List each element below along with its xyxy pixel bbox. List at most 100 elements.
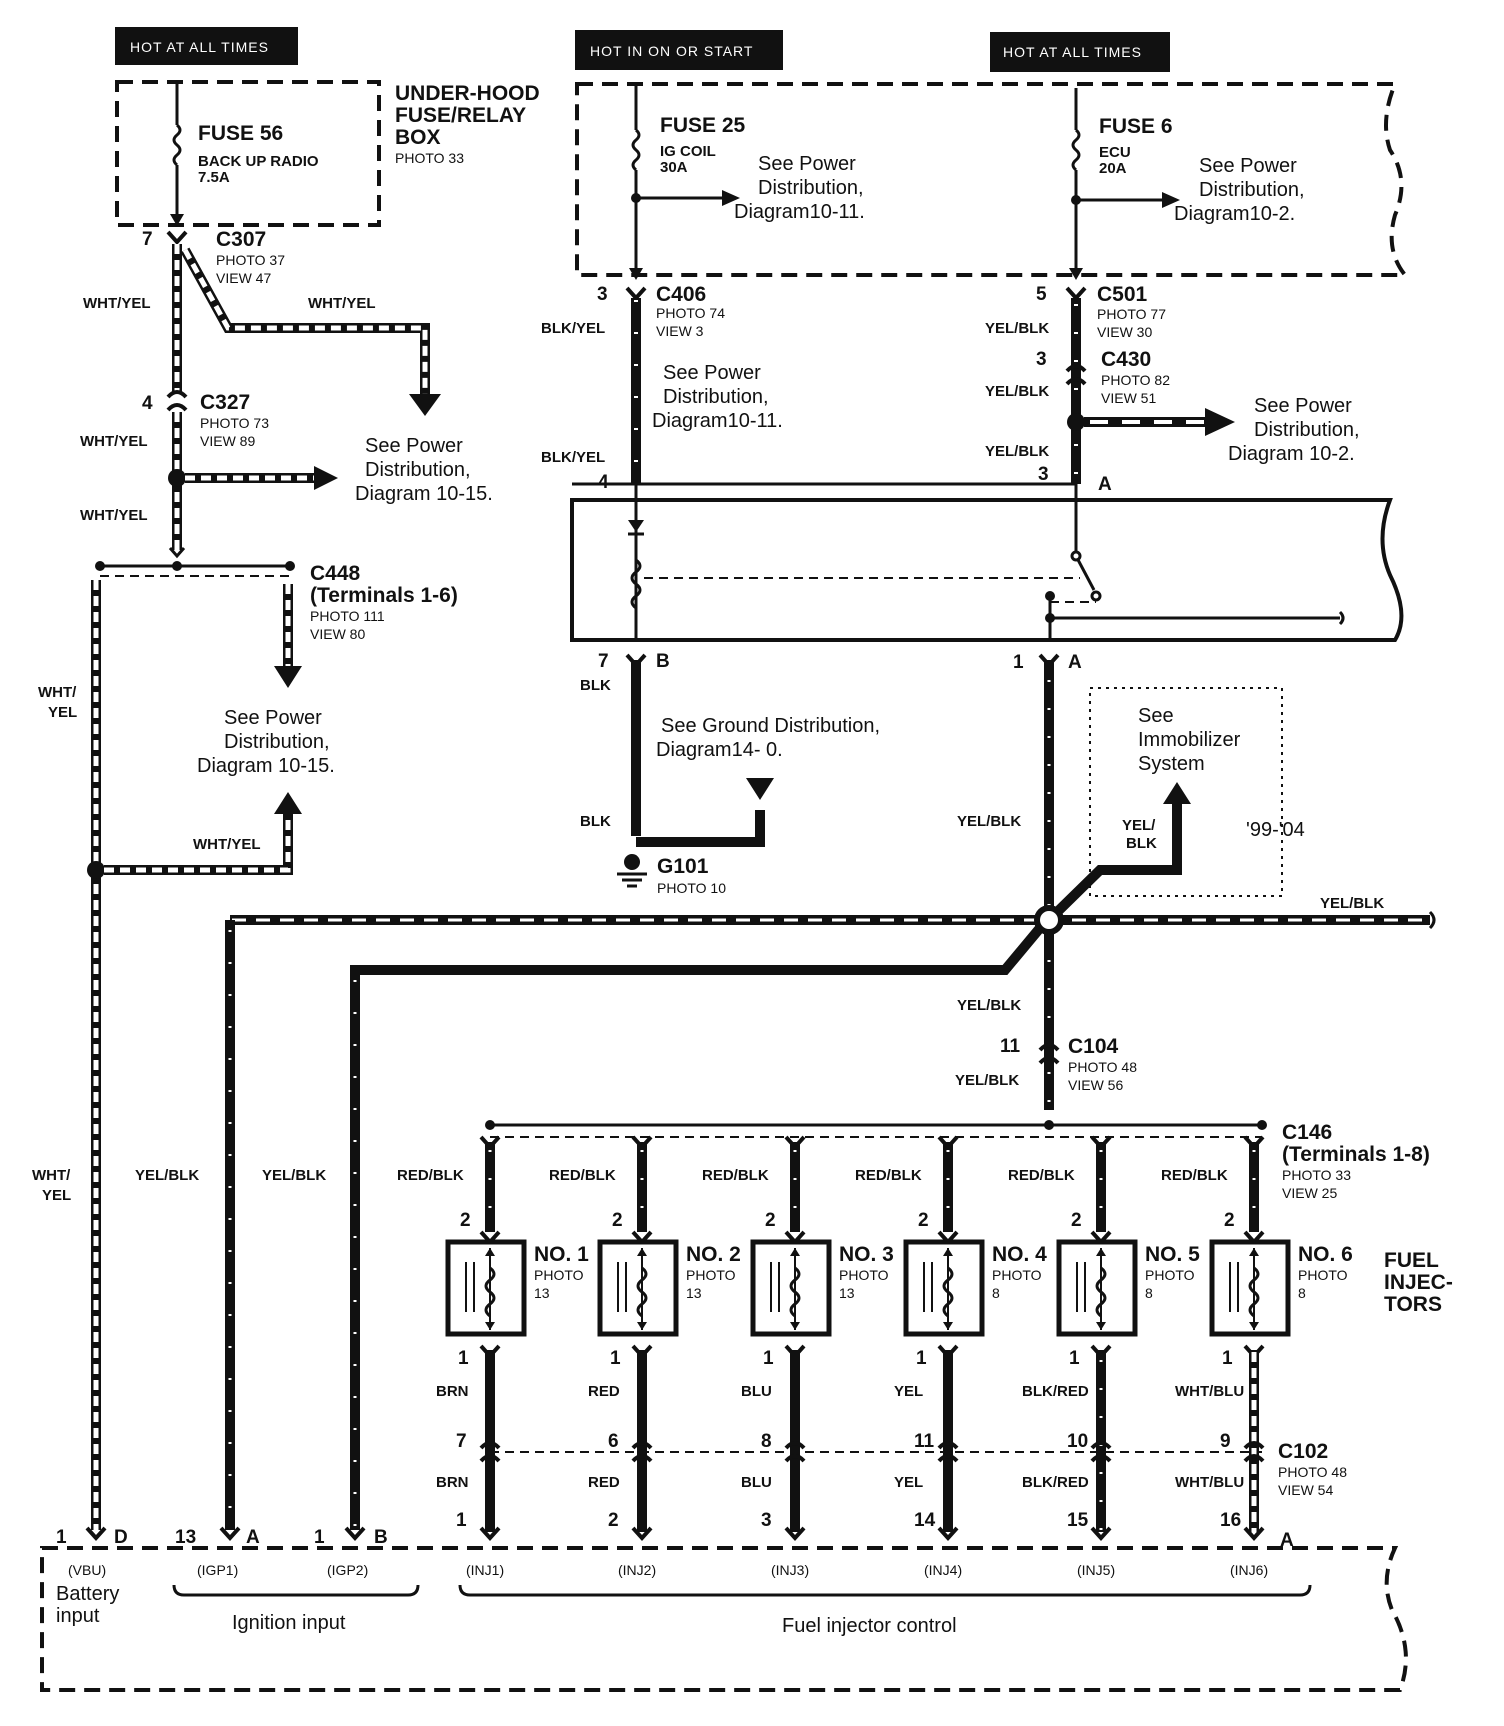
c146-terms: (Terminals 1-8) — [1282, 1143, 1430, 1166]
fuse56-desc: BACK UP RADIO — [198, 153, 319, 170]
injector-1-wire-label-2: BRN — [436, 1474, 469, 1491]
wire-label-wht-yel-7a: WHT/ — [32, 1167, 71, 1184]
c406-view: VIEW 3 — [656, 323, 704, 339]
injector-4-ecm-label: (INJ4) — [924, 1562, 962, 1578]
injector-3-c102-pin: 8 — [761, 1431, 772, 1452]
injector-coil-icon — [1095, 1266, 1107, 1318]
c104-photo: PHOTO 48 — [1068, 1059, 1137, 1075]
relay-coil-symbol — [630, 558, 642, 610]
wire-label-yel-blk-2: YEL/BLK — [985, 383, 1049, 400]
note-power-10-2-1: See Power — [1254, 395, 1352, 417]
injector-3-pin-bottom: 1 — [763, 1348, 774, 1369]
wire-label-yel-blk-6: YEL/BLK — [1320, 895, 1384, 912]
fuse6-desc: ECU — [1099, 144, 1131, 161]
fuse-box-title-1: UNDER-HOOD — [395, 82, 540, 105]
injector-4-c102-pin: 11 — [914, 1431, 935, 1452]
fuel-injector-control-label: Fuel injector control — [782, 1615, 957, 1637]
wire-label-yel-blk-4: YEL/BLK — [957, 813, 1021, 830]
injector-6-pin-bottom: 1 — [1222, 1348, 1233, 1369]
injector-5-wire-label: BLK/RED — [1022, 1383, 1089, 1400]
immobilizer-note-3: System — [1138, 753, 1205, 775]
injector-5-wire-top-label: RED/BLK — [1008, 1167, 1075, 1184]
injector-3-photo: PHOTO — [839, 1267, 889, 1283]
wire-label-wht-yel-4: WHT/YEL — [80, 507, 148, 524]
fuse56-name: FUSE 56 — [198, 122, 283, 145]
c327-view: VIEW 89 — [200, 433, 255, 449]
fuse6-name: FUSE 6 — [1099, 115, 1173, 138]
fuse6-rating: 20A — [1099, 160, 1127, 177]
ecm-igp2-label: (IGP2) — [327, 1562, 368, 1578]
injector-1-photo-num: 13 — [534, 1285, 550, 1301]
fuse25-note-3: Diagram10-11. — [734, 201, 865, 223]
wire-label-blk-yel-2: BLK/YEL — [541, 449, 605, 466]
injector-coil-icon — [789, 1266, 801, 1318]
ecm-vbu-letter: D — [114, 1527, 128, 1548]
wire-label-yel-blk-7: YEL/BLK — [135, 1167, 199, 1184]
fuel-injectors-title-2: INJEC- — [1384, 1271, 1453, 1294]
note-power-10-15-a-1: See Power — [365, 435, 463, 457]
injector-4-pin-bottom: 1 — [916, 1348, 927, 1369]
ground-arrow-icon — [746, 778, 774, 800]
fuse6-note-1: See Power — [1199, 155, 1297, 177]
battery-input-2: input — [56, 1605, 100, 1627]
wire-label-yel-blk-5b: BLK — [1126, 835, 1157, 852]
injector-3-wire-label: BLU — [741, 1383, 772, 1400]
fuse-box-photo: PHOTO 33 — [395, 150, 464, 166]
note-power-10-15-b-2: Distribution, — [224, 731, 330, 753]
c146-name: C146 — [1282, 1121, 1332, 1144]
injector-2-pin-bottom: 1 — [610, 1348, 621, 1369]
injector-4-wire-top-label: RED/BLK — [855, 1167, 922, 1184]
injector-3-wire-label-2: BLU — [741, 1474, 772, 1491]
ground-name: G101 — [657, 855, 709, 878]
relay-pin-out-right: 1 — [1013, 652, 1024, 673]
c146-view: VIEW 25 — [1282, 1185, 1337, 1201]
wire-label-yel-blk-1: YEL/BLK — [985, 320, 1049, 337]
pgm-fi-relay — [570, 498, 1404, 642]
c327-symbol — [166, 390, 188, 412]
injector-2-wire-top-label: RED/BLK — [549, 1167, 616, 1184]
injector-1-wire-top-label: RED/BLK — [397, 1167, 464, 1184]
c327-name: C327 — [200, 391, 250, 414]
injector-3-ecm-label: (INJ3) — [771, 1562, 809, 1578]
note-power-10-11-1: See Power — [663, 362, 761, 384]
header-center-text: HOT IN ON OR START — [590, 43, 753, 59]
note-power-10-15-a-2: Distribution, — [365, 459, 471, 481]
relay-pin-in-right-letter: A — [1098, 474, 1112, 495]
ecm-vbu-label: (VBU) — [68, 1562, 106, 1578]
injector-3-name: NO. 3 — [839, 1243, 894, 1266]
injector-3-wire-top-label: RED/BLK — [702, 1167, 769, 1184]
c307-photo: PHOTO 37 — [216, 252, 285, 268]
injector-coil-icon — [636, 1266, 648, 1318]
injector-2-wire-label-2: RED — [588, 1474, 620, 1491]
wire-label-wht-yel-3: WHT/YEL — [80, 433, 148, 450]
injector-6-c102-pin: 9 — [1220, 1431, 1231, 1452]
fuse-box-left — [115, 80, 381, 227]
relay-pin-out-right-letter: A — [1068, 652, 1082, 673]
injector-4-wire-label-2: YEL — [894, 1474, 923, 1491]
c448-photo: PHOTO 111 — [310, 608, 385, 624]
injector-5-name: NO. 5 — [1145, 1243, 1200, 1266]
relay-pin-out-left: 7 — [598, 651, 609, 672]
wire-label-yel-blk-10: YEL/BLK — [955, 1072, 1019, 1089]
injector-1-photo: PHOTO — [534, 1267, 584, 1283]
note-power-10-11-2: Distribution, — [663, 386, 769, 408]
c406-pin: 3 — [597, 284, 608, 305]
ground-note-2: Diagram14- 0. — [656, 739, 783, 761]
note-power-10-15-a-3: Diagram 10-15. — [355, 483, 493, 505]
arrow-up-icon — [274, 792, 302, 814]
header-center: HOT IN ON OR START — [575, 30, 783, 70]
wire-label-wht-yel-2: WHT/YEL — [308, 295, 376, 312]
injector-3-photo-num: 13 — [839, 1285, 855, 1301]
c430-name: C430 — [1101, 348, 1151, 371]
injector-2-pin-top: 2 — [612, 1210, 623, 1231]
injector-4-wire-label: YEL — [894, 1383, 923, 1400]
injector-6-pin-top: 2 — [1224, 1210, 1235, 1231]
injector-2-wire-label: RED — [588, 1383, 620, 1400]
injector-4-body — [903, 1239, 985, 1337]
injector-3-pin-top: 2 — [765, 1210, 776, 1231]
